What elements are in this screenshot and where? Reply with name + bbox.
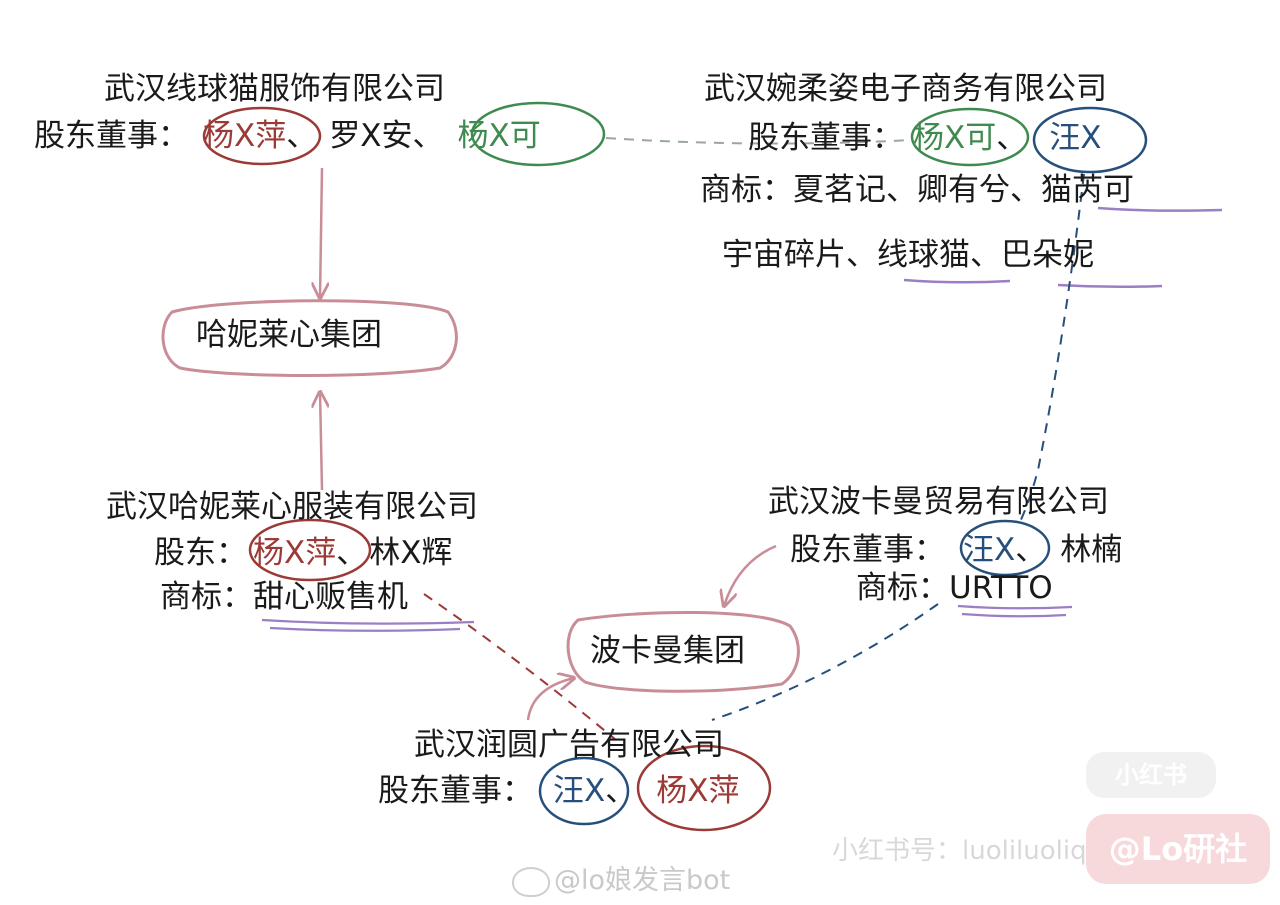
trademark-baduoni: 巴朵妮 <box>1001 237 1094 273</box>
separator: 、 <box>996 120 1028 156</box>
person-yxk: 杨X可 <box>457 118 541 154</box>
person-lxh: 林X辉 <box>369 535 453 571</box>
holders-line-hanilaixin: 股东：杨X萍、林X辉 <box>154 534 453 572</box>
link-yxk <box>605 137 913 145</box>
circle-yxk-right <box>910 107 1030 167</box>
underline-baduoni <box>1057 283 1163 289</box>
separator: 、 <box>970 237 1001 273</box>
company-name-hanilaixin: 武汉哈妮莱心服装有限公司 <box>106 489 478 525</box>
link-wx-mid-to-bottom <box>711 603 939 721</box>
weibo-watermark: @lo娘发言bot <box>512 858 730 897</box>
company-name-bokaman: 武汉波卡曼贸易有限公司 <box>768 484 1109 520</box>
trademark-label: 商标： <box>160 579 253 615</box>
circle-yxk-top <box>470 101 606 167</box>
trademarks-line-hanilaixin: 商标：甜心贩售机 <box>160 578 408 616</box>
circle-wx-bottom <box>538 756 630 826</box>
holders-label: 股东董事： <box>34 118 189 154</box>
arrow-hanilaixin-to-group <box>320 392 322 491</box>
circle-yxp-mid <box>248 518 372 582</box>
person-yxk: 杨X可 <box>913 120 997 156</box>
link-wx-right-to-mid <box>1019 173 1085 523</box>
separator: 、 <box>336 535 368 571</box>
person-wx: 汪X <box>963 532 1016 568</box>
holders-label: 股东董事： <box>378 773 533 809</box>
person-yxp: 杨X萍 <box>203 118 287 154</box>
holders-line-bokaman: 股东董事： 汪X、林楠 <box>790 531 1122 569</box>
underline-urtto <box>957 604 1073 618</box>
weibo-handle: @lo娘发言bot <box>554 865 731 896</box>
circle-yxp-bottom <box>636 744 772 832</box>
holders-label: 股东董事： <box>748 120 903 156</box>
separator: 、 <box>1015 532 1047 568</box>
circle-wx-mid <box>959 519 1051 577</box>
circle-yxp-top <box>202 106 322 166</box>
separator: 、 <box>412 118 444 154</box>
person-wx: 汪X <box>553 773 606 809</box>
link-yxp-mid-to-bottom <box>423 593 617 741</box>
trademark-xianqiumao: 线球猫 <box>877 237 970 273</box>
company-name-wanrouzi: 武汉婉柔姿电子商务有限公司 <box>704 71 1107 107</box>
trademarks-line1-wanrouzi: 商标：夏茗记、卿有兮、猫芮可 <box>700 171 1134 209</box>
company-name-xianqiumao: 武汉线球猫服饰有限公司 <box>104 71 445 107</box>
holders-line-wanrouzi: 股东董事： 杨X可、汪X <box>748 119 1102 157</box>
trademarks-line-bokaman: 商标：URTTO <box>856 569 1053 607</box>
trademark-label: 商标： <box>700 172 793 208</box>
person-lxa: 罗X安 <box>329 118 413 154</box>
trademark-urtto: URTTO <box>949 570 1053 606</box>
arrow-xianqiumao-to-group <box>320 167 322 298</box>
holders-label: 股东： <box>154 535 247 571</box>
arrow-bokaman-to-group <box>724 544 777 606</box>
trademark-list: 夏茗记、卿有兮、 <box>793 172 1041 208</box>
group-ellipse-bokaman <box>566 610 800 693</box>
holders-label: 股东董事： <box>790 532 945 568</box>
trademark-tianxin: 甜心贩售机 <box>253 579 408 615</box>
trademark-maoruike: 猫芮可 <box>1041 172 1134 208</box>
person-wx: 汪X <box>1049 120 1102 156</box>
underline-tianxin <box>261 618 475 632</box>
group-label-bokaman: 波卡曼集团 <box>590 633 745 669</box>
holders-line-xianqiumao: 股东董事：杨X萍、罗X安、杨X可 <box>34 117 541 155</box>
separator: 、 <box>286 118 318 154</box>
trademark-label: 商标： <box>856 570 949 606</box>
arrow-runyuan-to-group <box>526 678 574 721</box>
person-yxp: 杨X萍 <box>253 535 337 571</box>
trademark-list: 宇宙碎片、 <box>722 237 877 273</box>
person-ln: 林楠 <box>1060 532 1123 568</box>
weibo-icon <box>512 866 550 897</box>
xhs-logo-badge: 小红书 <box>1086 752 1216 798</box>
separator: 、 <box>605 773 637 809</box>
group-ellipse-hanilaixin <box>161 299 458 377</box>
group-label-hanilaixin: 哈妮莱心集团 <box>196 317 382 353</box>
company-name-runyuan: 武汉润圆广告有限公司 <box>414 727 724 763</box>
person-yxp: 杨X萍 <box>656 773 740 809</box>
lo-yanshe-badge: @Lo研社 <box>1086 814 1270 884</box>
underline-xianqiumao <box>903 278 1011 284</box>
underline-maoruike <box>1097 206 1223 212</box>
holders-line-runyuan: 股东董事： 汪X、杨X萍 <box>378 772 740 810</box>
trademarks-line2-wanrouzi: 宇宙碎片、线球猫、巴朵妮 <box>722 236 1094 274</box>
circle-wx-right <box>1032 106 1148 174</box>
